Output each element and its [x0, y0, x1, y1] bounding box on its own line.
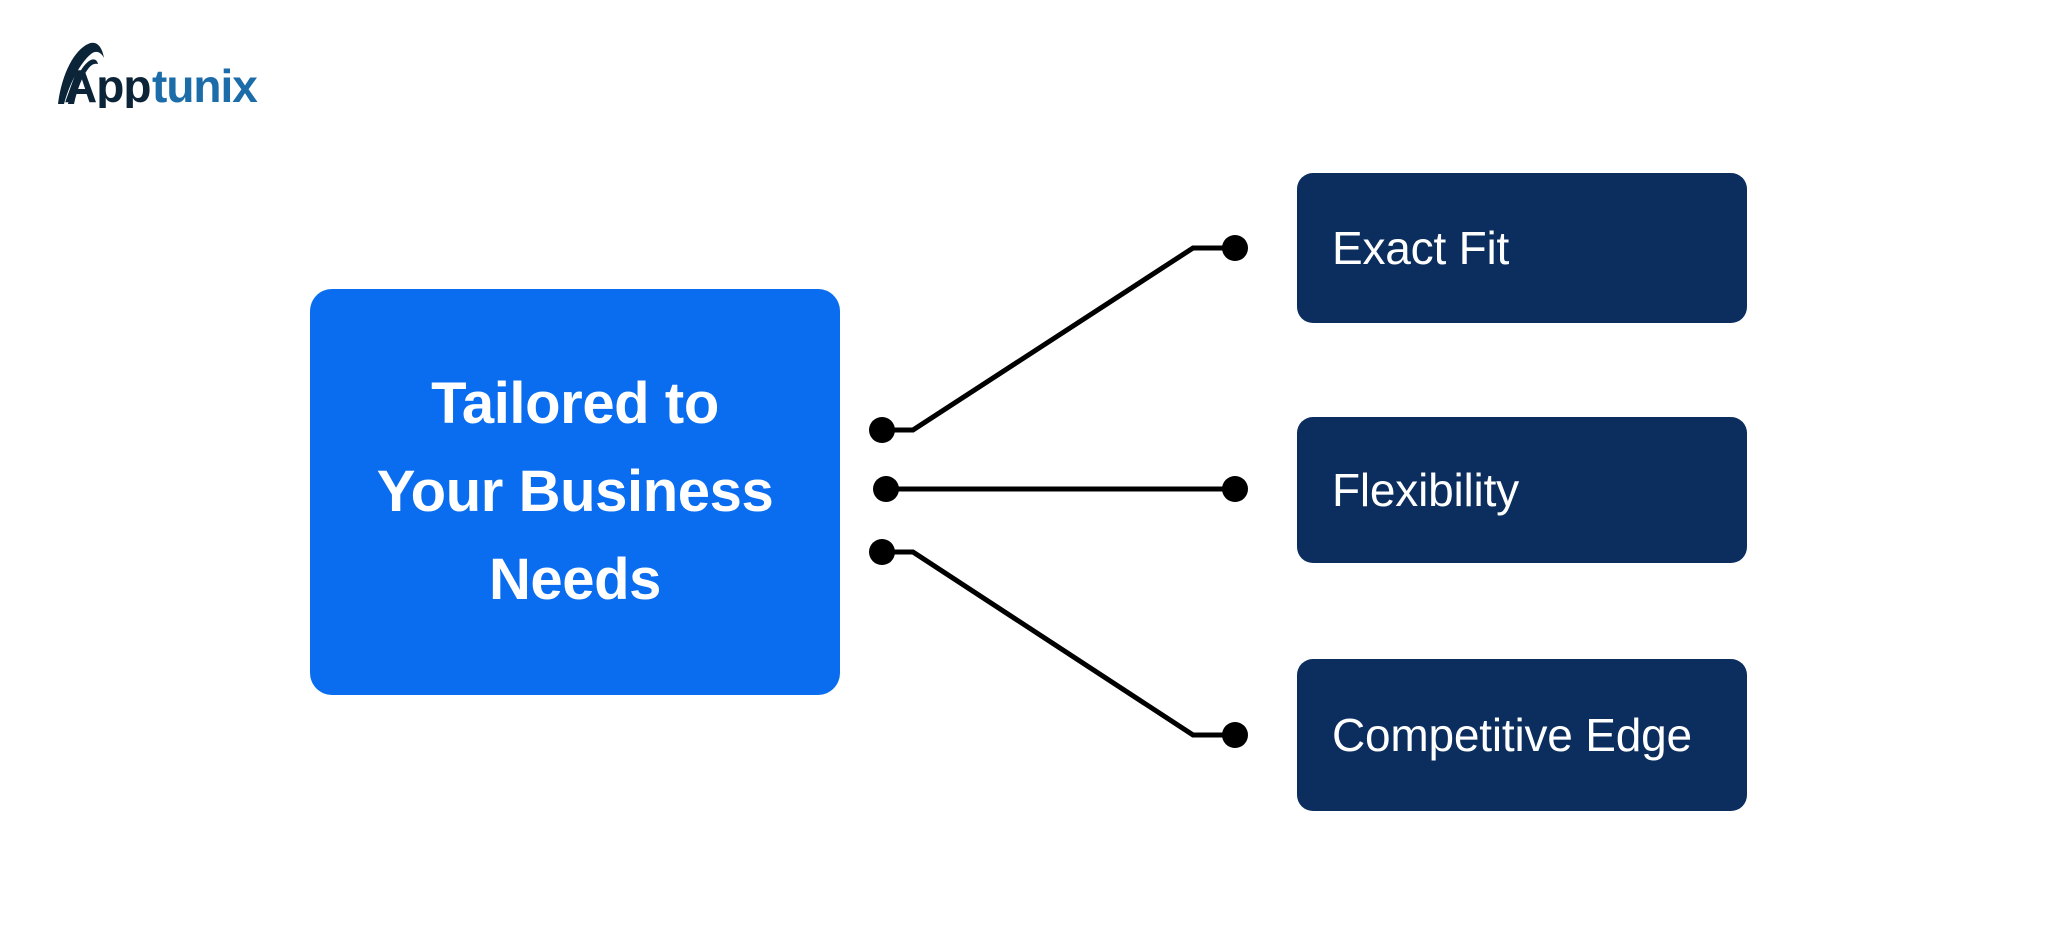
apptunix-logo: App tunix — [48, 38, 278, 108]
branch-node-exact-fit[interactable]: Exact Fit — [1297, 173, 1747, 323]
branch-node-label: Flexibility — [1332, 464, 1519, 516]
connector-dot-branch-3 — [1222, 722, 1248, 748]
apptunix-logo-mark: App tunix — [58, 42, 259, 108]
connector-dot-hub-1 — [869, 417, 895, 443]
hub-node-label: Tailored to Your Business Needs — [376, 371, 774, 612]
connector-dot-branch-1 — [1222, 235, 1248, 261]
logo-swoosh-inner — [68, 59, 98, 104]
connector-line-competitive-edge — [882, 549, 1235, 738]
connector-dot-hub-2 — [873, 476, 899, 502]
logo-swoosh-outer — [58, 42, 104, 104]
branch-node-label: Competitive Edge — [1332, 709, 1692, 761]
connector-dot-branch-2 — [1222, 476, 1248, 502]
logo-text-app: App — [64, 60, 150, 108]
connector-dot-hub-3 — [869, 539, 895, 565]
branch-node-competitive-edge[interactable]: Competitive Edge — [1297, 659, 1747, 811]
logo-text-tunix: tunix — [152, 60, 258, 108]
hub-node[interactable]: Tailored to Your Business Needs — [310, 289, 840, 695]
branch-node-flexibility[interactable]: Flexibility — [1297, 417, 1747, 563]
connector-line-exact-fit — [882, 245, 1235, 433]
branch-node-label: Exact Fit — [1332, 222, 1510, 274]
